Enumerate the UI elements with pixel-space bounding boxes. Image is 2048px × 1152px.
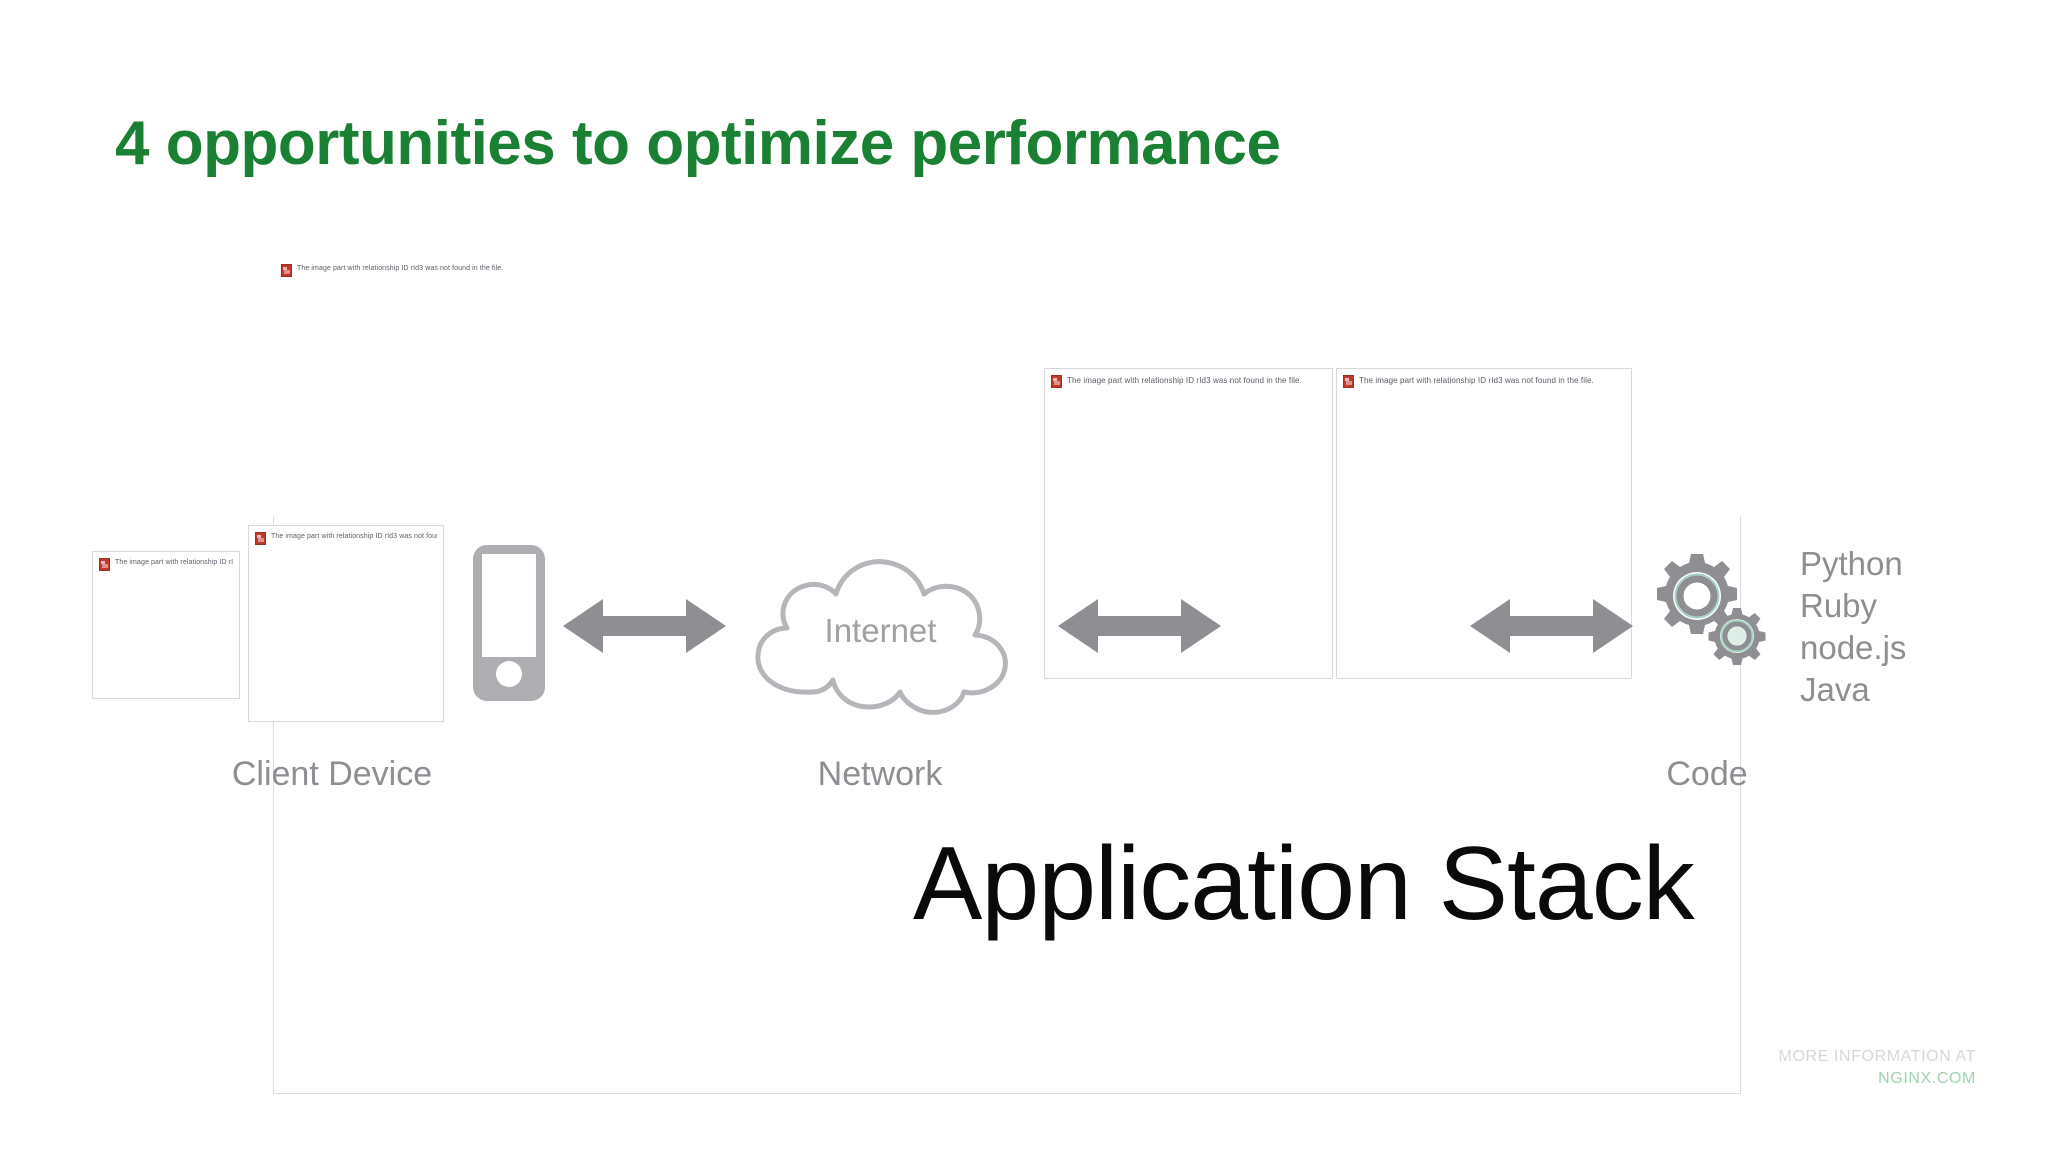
gears-icon bbox=[1645, 548, 1769, 666]
double-arrow-icon-app-code bbox=[1470, 599, 1633, 653]
language-item-python: Python bbox=[1800, 545, 1903, 582]
image-placeholder-client-large: The image part with relationship ID rId3… bbox=[248, 525, 444, 722]
phone-screen bbox=[482, 554, 536, 657]
broken-image-icon bbox=[281, 264, 292, 277]
label-client-device: Client Device bbox=[231, 755, 433, 793]
double-arrow-icon-device-network bbox=[563, 599, 726, 653]
footer-more-information: MORE INFORMATION AT bbox=[1778, 1048, 1976, 1065]
footer: MORE INFORMATION AT NGINX.COM bbox=[1779, 1046, 1976, 1090]
language-item-java: Java bbox=[1800, 671, 1870, 708]
placeholder-message-row: The image part with relationship ID rId3… bbox=[1343, 375, 1625, 388]
page-title: 4 opportunities to optimize performance bbox=[115, 109, 1281, 178]
placeholder-message: The image part with relationship ID rId3… bbox=[297, 265, 504, 272]
double-arrow-icon-network-app bbox=[1058, 599, 1221, 653]
application-stack-title: Application Stack bbox=[913, 826, 1695, 942]
footer-nginx-com: NGINX.COM bbox=[1878, 1070, 1976, 1087]
broken-image-icon bbox=[99, 558, 110, 571]
internet-cloud-icon bbox=[742, 542, 1019, 719]
placeholder-message-row: The image part with relationship ID rId3… bbox=[281, 264, 1735, 277]
image-placeholder-client-small: The image part with relationship ID rId3… bbox=[92, 551, 240, 699]
mobile-phone-icon bbox=[473, 545, 545, 701]
label-network: Network bbox=[817, 755, 943, 793]
placeholder-message-row: The image part with relationship ID rId3… bbox=[99, 558, 233, 571]
placeholder-message: The image part with relationship ID rId3… bbox=[271, 533, 437, 540]
cloud-label: Internet bbox=[824, 612, 937, 649]
language-item-ruby: Ruby bbox=[1800, 587, 1878, 624]
broken-image-icon bbox=[1343, 375, 1354, 388]
code-languages-list: Python Ruby node.js Java bbox=[1800, 543, 1906, 711]
placeholder-message-row: The image part with relationship ID rId3… bbox=[255, 532, 437, 545]
placeholder-message: The image part with relationship ID rId3… bbox=[1359, 376, 1594, 385]
broken-image-icon bbox=[1051, 375, 1062, 388]
broken-image-icon bbox=[255, 532, 266, 545]
placeholder-message: The image part with relationship ID rId3… bbox=[1067, 376, 1302, 385]
phone-home-button bbox=[496, 661, 522, 687]
language-item-nodejs: node.js bbox=[1800, 629, 1907, 666]
placeholder-message: The image part with relationship ID rId3… bbox=[115, 559, 233, 566]
label-code: Code bbox=[1666, 755, 1748, 793]
placeholder-message-row: The image part with relationship ID rId3… bbox=[1051, 375, 1326, 388]
